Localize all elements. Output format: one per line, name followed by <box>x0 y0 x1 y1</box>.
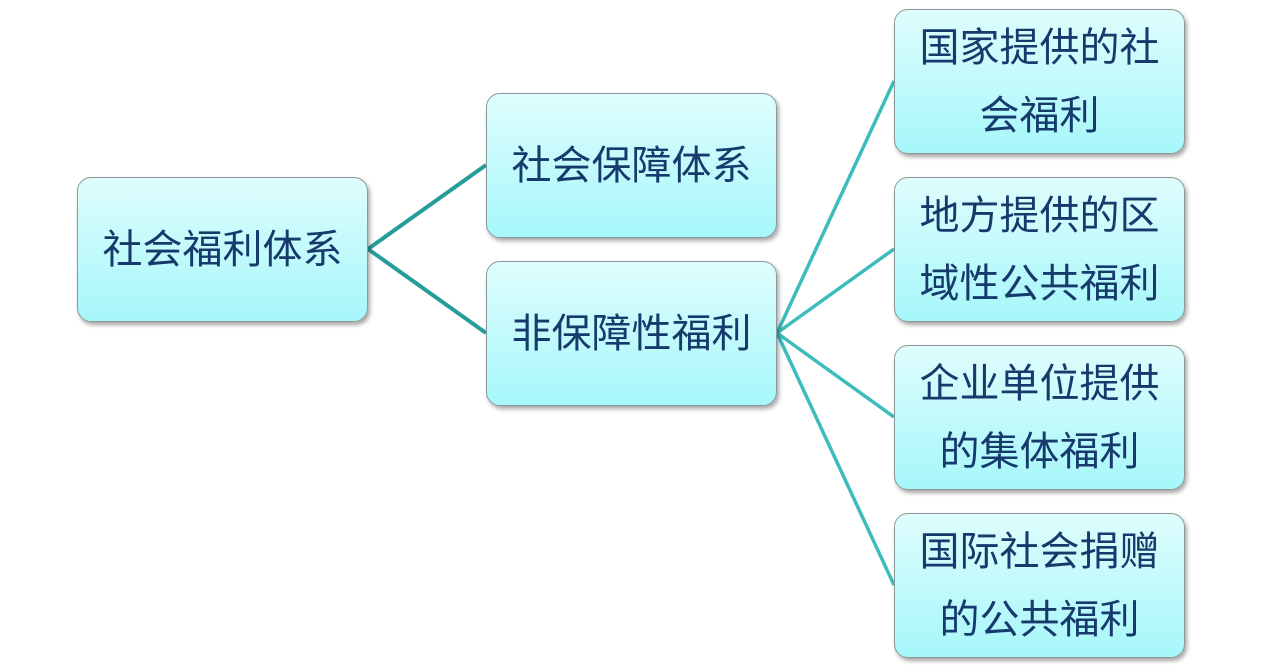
node-national-welfare: 国家提供的社会福利 <box>894 9 1185 154</box>
node-label: 地方提供的区域性公共福利 <box>919 192 1160 307</box>
node-label: 非保障性福利 <box>511 310 752 357</box>
node-international-welfare: 国际社会捐赠的公共福利 <box>894 513 1185 658</box>
node-enterprise-welfare: 企业单位提供的集体福利 <box>894 345 1185 490</box>
node-regional-welfare: 地方提供的区域性公共福利 <box>894 177 1185 322</box>
node-non-security-welfare: 非保障性福利 <box>486 261 777 406</box>
node-label: 企业单位提供的集体福利 <box>919 360 1160 475</box>
node-label: 国家提供的社会福利 <box>919 24 1160 139</box>
root-node: 社会福利体系 <box>77 177 368 322</box>
link-to-national <box>775 80 896 334</box>
node-social-security: 社会保障体系 <box>486 93 777 238</box>
link-to-international <box>775 332 896 586</box>
node-label: 社会保障体系 <box>511 142 752 189</box>
link-root-to-non-security <box>366 247 488 335</box>
link-root-to-social-security <box>366 163 488 251</box>
link-to-regional <box>775 247 896 335</box>
link-to-enterprise <box>775 331 896 419</box>
node-label: 社会福利体系 <box>102 226 343 273</box>
node-label: 国际社会捐赠的公共福利 <box>919 528 1160 643</box>
